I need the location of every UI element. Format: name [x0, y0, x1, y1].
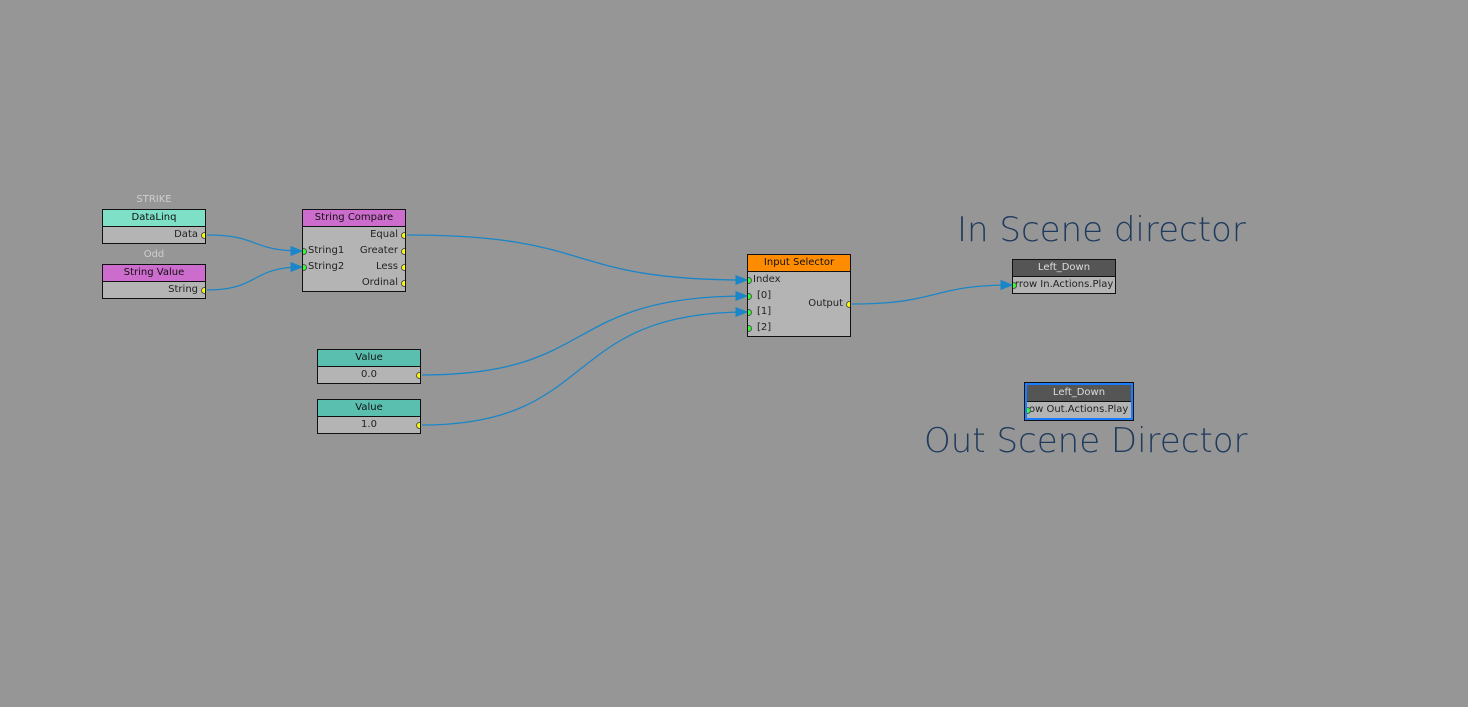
- output-port[interactable]: [401, 264, 405, 271]
- port-label: [0]: [757, 290, 772, 301]
- out-scene-annotation: Out Scene Director: [924, 421, 1248, 461]
- input-port[interactable]: [1013, 282, 1017, 289]
- output-port[interactable]: [416, 372, 420, 379]
- string-value-caption: Odd: [143, 249, 165, 260]
- node-title: String Compare: [303, 210, 405, 227]
- string-compare-node[interactable]: String Compare Equal String1 Greater Stri…: [302, 209, 406, 292]
- output-port[interactable]: [401, 280, 405, 287]
- port-label: String2: [308, 261, 345, 272]
- value-label: 1.0: [361, 419, 377, 430]
- node-title: Value: [318, 350, 420, 367]
- value-label: 0.0: [361, 369, 377, 380]
- datalinq-caption: STRIKE: [136, 194, 172, 205]
- wire-string-string2: [206, 261, 304, 291]
- output-port[interactable]: [401, 248, 405, 255]
- wire-value1-input1: [421, 306, 749, 426]
- port-label: String1: [308, 245, 345, 256]
- input-port[interactable]: [748, 277, 752, 284]
- value-node-1[interactable]: Value 1.0: [317, 399, 421, 434]
- input-port[interactable]: [303, 248, 307, 255]
- port-label: [1]: [757, 306, 772, 317]
- value-node-0[interactable]: Value 0.0: [317, 349, 421, 384]
- left-down-in-node[interactable]: Left_Down rrow In.Actions.Play: [1012, 259, 1116, 294]
- wire-value0-input0: [421, 290, 749, 376]
- port-label: Ordinal: [361, 277, 398, 288]
- port-label: String: [168, 284, 198, 295]
- left-down-out-node[interactable]: Left_Down ow Out.Actions.Play: [1024, 382, 1134, 421]
- node-title: Value: [318, 400, 420, 417]
- input-port[interactable]: [748, 325, 752, 332]
- string-value-node[interactable]: String Value String: [102, 264, 206, 299]
- node-title: DataLinq: [103, 210, 205, 227]
- input-port[interactable]: [303, 264, 307, 271]
- datalinq-node[interactable]: DataLinq Data: [102, 209, 206, 244]
- output-port[interactable]: [846, 301, 850, 308]
- port-label: rrow In.Actions.Play: [1015, 279, 1114, 290]
- input-port[interactable]: [1027, 407, 1031, 414]
- in-scene-annotation: In Scene director: [957, 210, 1246, 250]
- port-label: Equal: [370, 229, 398, 240]
- output-port[interactable]: [201, 287, 205, 294]
- output-port[interactable]: [401, 232, 405, 239]
- port-label: Less: [376, 261, 398, 272]
- port-label: Index: [753, 274, 781, 285]
- output-port[interactable]: [201, 232, 205, 239]
- input-port[interactable]: [748, 309, 752, 316]
- port-label: ow Out.Actions.Play: [1029, 404, 1129, 415]
- input-port[interactable]: [748, 293, 752, 300]
- wire-data-string1: [206, 234, 304, 257]
- node-title: String Value: [103, 265, 205, 282]
- node-title: Left_Down: [1013, 260, 1115, 277]
- node-title: Left_Down: [1027, 385, 1131, 402]
- output-port[interactable]: [416, 422, 420, 429]
- port-label: Output: [808, 298, 843, 309]
- wire-equal-index: [406, 234, 749, 286]
- port-label: Data: [174, 229, 198, 240]
- wire-output-play: [851, 279, 1014, 305]
- port-label: [2]: [757, 322, 772, 333]
- input-selector-node[interactable]: Input Selector Index [0] [1] [2] Output: [747, 254, 851, 337]
- node-title: Input Selector: [748, 255, 850, 272]
- port-label: Greater: [359, 245, 398, 256]
